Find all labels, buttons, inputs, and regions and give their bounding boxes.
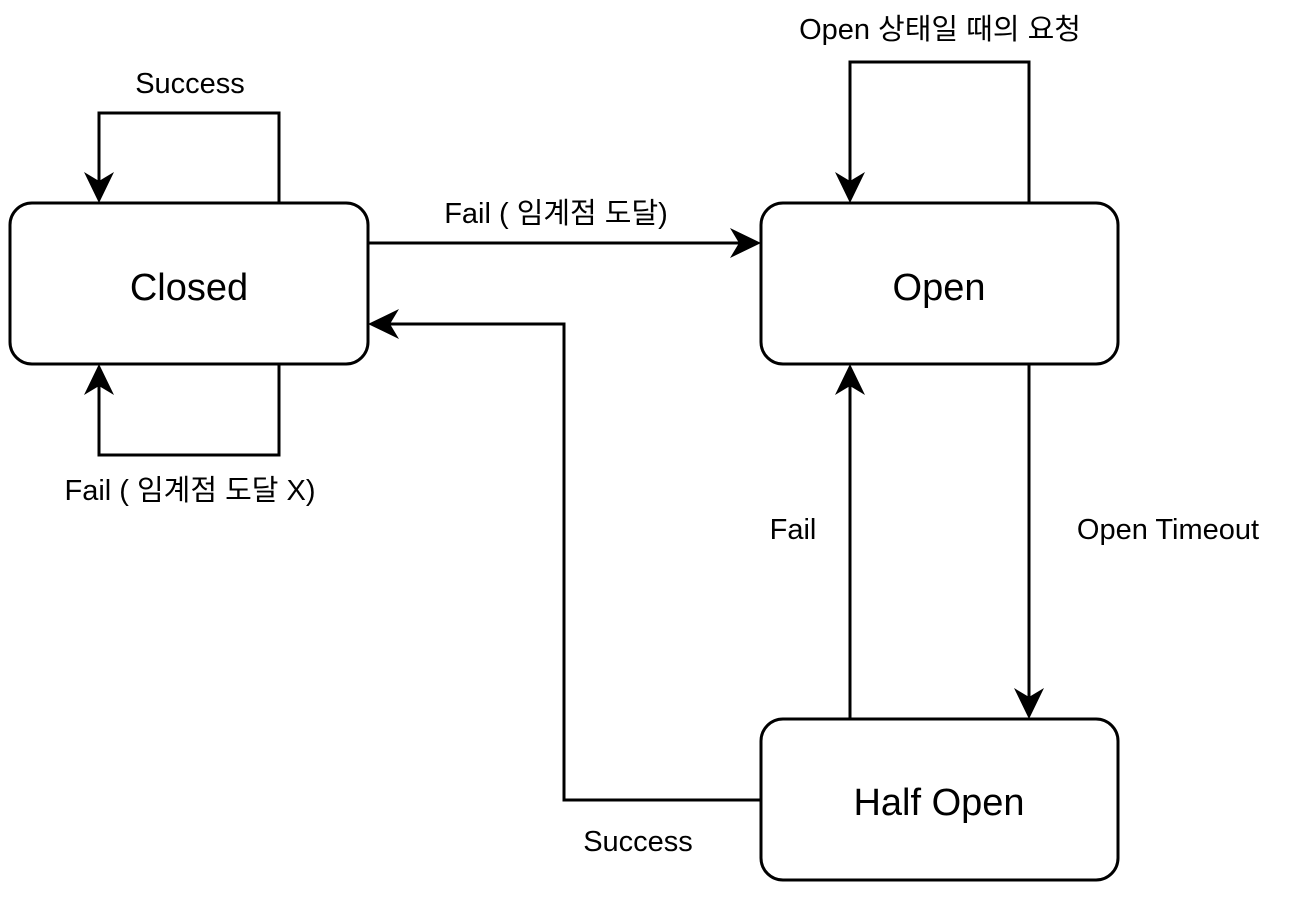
arrowhead-icon [84, 364, 114, 395]
state-open-box [759, 201, 1120, 366]
arrowhead-icon [835, 172, 865, 203]
state-closed: Closed [8, 201, 370, 366]
state-closed-label: Closed [130, 267, 248, 309]
arrowhead-icon [730, 228, 761, 258]
arrowhead-icon [1014, 688, 1044, 719]
state-half-open: Half Open [759, 717, 1120, 882]
state-half-open-label: Half Open [853, 782, 1024, 824]
edge-half-open-to-open: Fail [770, 364, 865, 719]
edge-closed-success-loop: Success [84, 68, 281, 203]
arrowhead-icon [835, 364, 865, 395]
edge-half-open-to-closed-line [373, 322, 761, 802]
arrowhead-icon [368, 309, 399, 339]
edge-closed-to-open-label: Fail ( 임계점 도달) [444, 198, 668, 230]
edge-open-request-loop: Open 상태일 때의 요청 [799, 14, 1081, 203]
state-open: Open [759, 201, 1120, 366]
edge-closed-fail-line [97, 364, 281, 457]
state-open-label: Open [893, 267, 986, 309]
edge-closed-fail-loop: Fail ( 임계점 도달 X) [64, 364, 316, 507]
edge-closed-to-open: Fail ( 임계점 도달) [368, 198, 761, 258]
edge-closed-success-line [97, 111, 281, 203]
edge-half-open-fail-label: Fail [770, 514, 817, 546]
state-closed-box [8, 201, 370, 366]
edge-half-open-to-closed: Success [368, 309, 761, 858]
edge-open-request-label: Open 상태일 때의 요청 [799, 14, 1081, 46]
edge-closed-fail-label: Fail ( 임계점 도달 X) [64, 475, 315, 507]
edge-open-request-line [848, 60, 1031, 203]
edge-open-timeout-label: Open Timeout [1077, 514, 1259, 546]
arrowhead-icon [84, 172, 114, 203]
edge-half-open-success-label: Success [583, 826, 693, 858]
edge-open-to-half-open: Open Timeout [1014, 364, 1259, 719]
edge-closed-success-label: Success [135, 68, 245, 100]
